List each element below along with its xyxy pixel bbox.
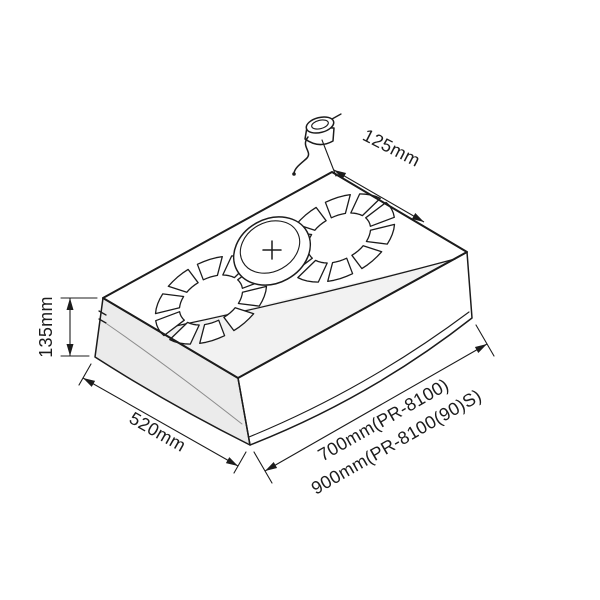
depth-witness-lines [78,363,247,474]
dimension-width: 700mm(PR-8100) 900mm(PR-8100(90)S) [253,324,495,498]
depth-dimension-line [82,377,239,467]
width-dimension-line [264,343,488,472]
left-face-fold-line [106,323,243,425]
center-dome [232,216,312,286]
duct-arrow-right [411,213,424,222]
hood-top-outline [102,171,468,379]
duct-damper-handle [331,113,342,120]
duct-label: 125mm [360,125,424,171]
width-witness-lines [253,324,495,484]
duct-arrow-left [334,170,347,179]
width-arrow-right [474,344,487,353]
vent-ring-right [282,193,396,283]
plus-mark [262,240,282,260]
depth-arrow-left [83,378,96,387]
apron-rim-line [248,311,470,438]
depth-arrow-right [225,457,238,466]
hood-front-apron [237,251,473,446]
power-cord [293,136,310,174]
power-cord-plug [292,172,296,176]
depth-label: 520mm [126,408,189,456]
duct-dimension-line [333,169,425,223]
height-label: 135mm [36,296,56,358]
dome-top [239,220,301,274]
height-witness-lines [60,297,98,357]
left-edge-marks [98,310,107,324]
top-band-seam-line [156,258,456,331]
width-arrow-left [265,462,278,471]
height-arrow-bottom [66,344,74,356]
duct-opening [311,119,329,130]
range-hood [94,113,473,446]
dimension-height: 135mm [36,296,98,358]
duct-witness-line [321,139,337,177]
top-front-band [157,259,455,378]
exhaust-duct [304,113,342,146]
vent-ring-left [154,255,268,345]
height-arrow-top [66,298,74,310]
